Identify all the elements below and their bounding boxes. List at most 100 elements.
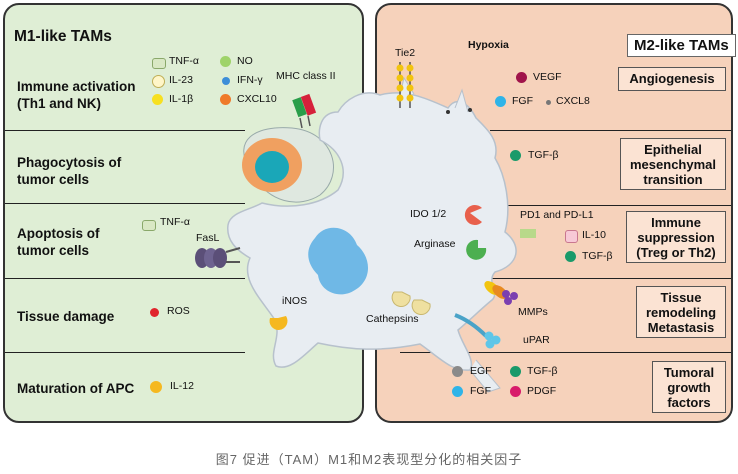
tgf-beta-icon bbox=[510, 366, 521, 377]
section-phagocytosis-sub: tumor cells bbox=[17, 172, 90, 187]
section-tissue-damage: Tissue damage bbox=[17, 309, 115, 324]
ros-icon bbox=[150, 308, 159, 317]
m1-divider bbox=[5, 352, 245, 353]
label-arginase: Arginase bbox=[414, 238, 456, 250]
section-remodel-line2: remodeling bbox=[645, 305, 717, 320]
factor-il1b: IL-1β bbox=[169, 93, 194, 105]
ido-icon bbox=[464, 204, 482, 225]
factor-fgf-growth: FGF bbox=[470, 385, 491, 397]
section-emt-line2: mesenchymal bbox=[630, 157, 716, 172]
cxcl10-icon bbox=[220, 94, 231, 105]
factor-fasl: FasL bbox=[196, 232, 220, 244]
section-immune-suppression: Immune suppression (Treg or Th2) bbox=[626, 211, 726, 263]
section-growth-line3: factors bbox=[667, 395, 711, 410]
factor-fgf: FGF bbox=[512, 95, 533, 107]
m1-divider bbox=[5, 278, 245, 279]
factor-cxcl8: CXCL8 bbox=[556, 95, 590, 107]
section-emt-line3: transition bbox=[643, 172, 703, 187]
pdgf-icon bbox=[510, 386, 521, 397]
label-cathepsins: Cathepsins bbox=[366, 313, 419, 325]
label-ido: IDO 1/2 bbox=[410, 208, 447, 220]
factor-ifn-gamma: IFN-γ bbox=[237, 74, 263, 86]
factor-pd1-pdl1: PD1 and PD-L1 bbox=[520, 209, 594, 221]
section-emt: Epithelial mesenchymal transition bbox=[620, 138, 726, 190]
vegf-icon bbox=[516, 72, 527, 83]
nucleus bbox=[308, 227, 369, 295]
filopodium bbox=[469, 359, 501, 393]
factor-upar: uPAR bbox=[523, 334, 550, 346]
section-apoptosis-sub: tumor cells bbox=[17, 243, 90, 258]
section-growth-line2: growth bbox=[667, 380, 711, 395]
inos-icon bbox=[269, 316, 288, 330]
section-tissue-remodeling: Tissue remodeling Metastasis bbox=[636, 286, 726, 338]
section-immune-line2: suppression bbox=[637, 230, 715, 245]
factor-egf: EGF bbox=[470, 365, 492, 377]
factor-tgf-beta-emt: TGF-β bbox=[528, 149, 559, 161]
il10-icon bbox=[565, 230, 578, 243]
factor-no: NO bbox=[237, 55, 253, 67]
il1b-icon bbox=[152, 94, 163, 105]
section-emt-line1: Epithelial bbox=[644, 142, 702, 157]
section-immune-line3: (Treg or Th2) bbox=[636, 245, 716, 260]
filopodium bbox=[454, 88, 469, 113]
egf-icon bbox=[452, 366, 463, 377]
factor-hypoxia: Hypoxia bbox=[468, 39, 509, 51]
m2-header: M2-like TAMs bbox=[627, 34, 736, 57]
upar-icon bbox=[454, 313, 501, 349]
factor-tgf-beta-growth: TGF-β bbox=[527, 365, 558, 377]
m2-divider bbox=[490, 130, 731, 131]
mhc-receptor bbox=[292, 97, 307, 118]
m1-divider bbox=[5, 203, 245, 204]
factor-mhc-class-ii: MHC class II bbox=[276, 70, 336, 82]
section-immune-activation-sub: (Th1 and NK) bbox=[17, 96, 101, 111]
figure-caption: 图7 促进（TAM）M1和M2表现型分化的相关因子 bbox=[215, 452, 523, 467]
ifn-gamma-icon bbox=[222, 77, 230, 85]
tnf-alpha-icon bbox=[152, 58, 166, 69]
factor-tgf-beta-immune: TGF-β bbox=[582, 250, 613, 262]
fgf-icon bbox=[452, 386, 463, 397]
factor-il23: IL-23 bbox=[169, 74, 193, 86]
tgf-beta-icon bbox=[565, 251, 576, 262]
m2-divider bbox=[400, 352, 731, 353]
factor-tnf-alpha: TNF-α bbox=[169, 55, 199, 67]
factor-mmps: MMPs bbox=[518, 306, 548, 318]
factor-cxcl10: CXCL10 bbox=[237, 93, 277, 105]
m2-divider bbox=[490, 278, 731, 279]
cxcl8-icon bbox=[546, 100, 551, 105]
cathepsin-icon bbox=[391, 291, 411, 307]
tie2-receptor bbox=[396, 62, 414, 108]
m2-divider bbox=[490, 205, 731, 206]
cathepsin-icon bbox=[411, 299, 431, 315]
section-phagocytosis: Phagocytosis of bbox=[17, 155, 122, 170]
section-immune-line1: Immune bbox=[651, 215, 701, 230]
factor-tie2: Tie2 bbox=[395, 47, 416, 59]
il12-icon bbox=[150, 381, 162, 393]
arginase-icon bbox=[466, 239, 487, 260]
no-icon bbox=[220, 56, 231, 67]
label-inos: iNOS bbox=[282, 295, 308, 307]
section-growth-line1: Tumoral bbox=[663, 365, 715, 380]
fasl-receptor bbox=[195, 247, 241, 268]
m1-header: M1-like TAMs bbox=[14, 28, 112, 45]
section-remodel-line1: Tissue bbox=[660, 290, 702, 305]
section-tumoral-growth: Tumoral growth factors bbox=[652, 361, 726, 413]
mhc-receptor bbox=[300, 93, 317, 116]
section-apc: Maturation of APC bbox=[17, 381, 135, 396]
factor-ros: ROS bbox=[167, 305, 190, 317]
factor-il12: IL-12 bbox=[170, 380, 194, 392]
mmps-icon bbox=[484, 281, 518, 305]
tumor-cell-inner bbox=[255, 151, 289, 183]
section-apoptosis: Apoptosis of bbox=[17, 226, 100, 241]
tgf-beta-icon bbox=[510, 150, 521, 161]
section-angiogenesis: Angiogenesis bbox=[618, 67, 726, 91]
factor-tnf-alpha-apoptosis: TNF-α bbox=[160, 216, 190, 228]
factor-pdgf: PDGF bbox=[527, 385, 557, 397]
tnf-alpha-icon bbox=[142, 220, 156, 231]
fgf-icon bbox=[495, 96, 506, 107]
section-immune-activation: Immune activation bbox=[17, 79, 136, 94]
pd1-receptor bbox=[520, 229, 536, 238]
factor-il10: IL-10 bbox=[582, 229, 606, 241]
il23-icon bbox=[152, 75, 165, 88]
factor-vegf: VEGF bbox=[533, 71, 562, 83]
m1-divider bbox=[5, 130, 245, 131]
